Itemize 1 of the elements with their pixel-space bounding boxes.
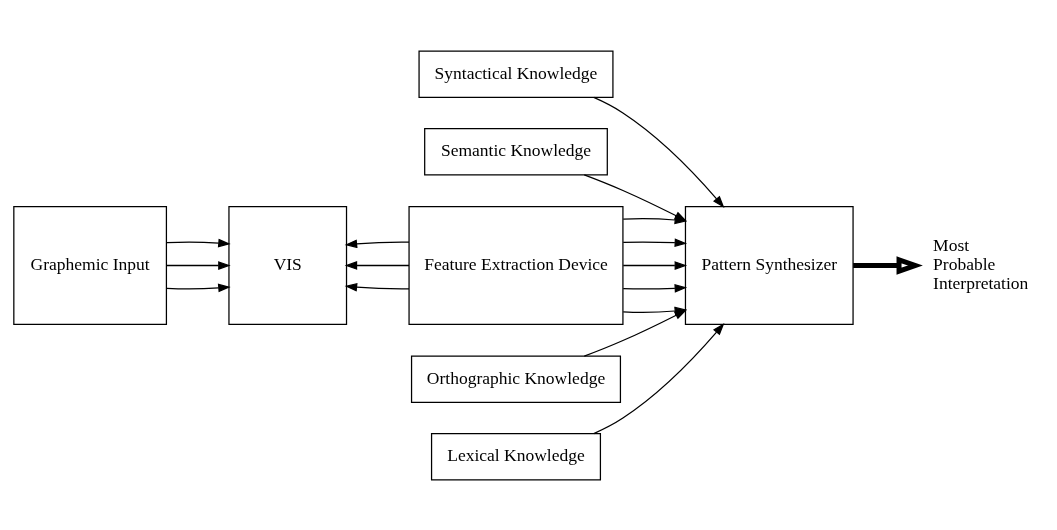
node-text: Most Probable Interpretation — [933, 234, 1029, 293]
